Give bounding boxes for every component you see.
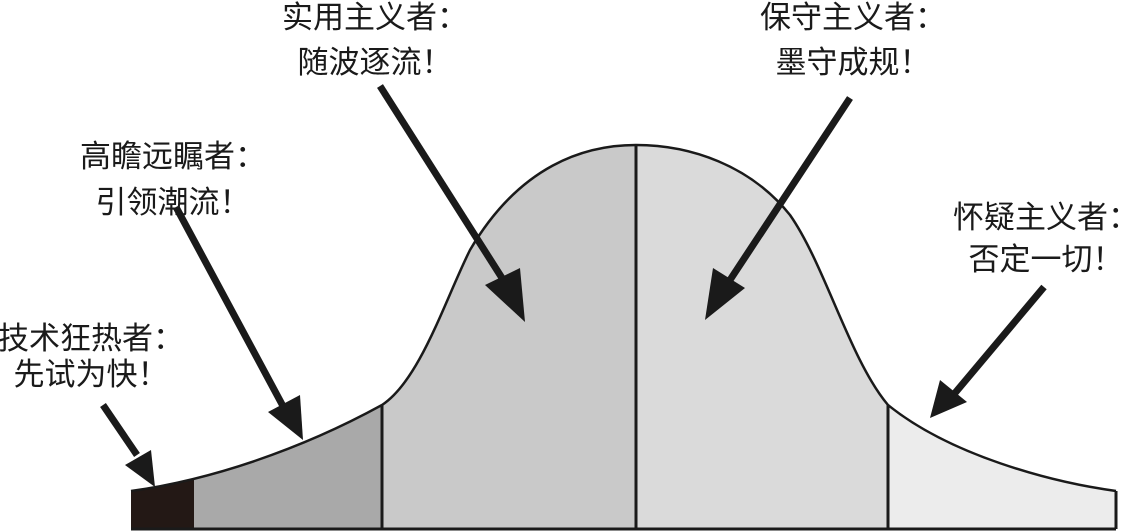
arrow-early-adopters bbox=[172, 205, 303, 440]
segment-dividers bbox=[131, 145, 1118, 531]
label-innovators-line1: 技术狂热者： bbox=[0, 321, 184, 357]
label-innovators: 技术狂热者： 先试为快！ bbox=[0, 321, 184, 393]
label-early-majority: 实用主义者： 随波逐流！ bbox=[282, 0, 468, 81]
curve-segments bbox=[131, 145, 1116, 529]
label-late-majority: 保守主义者： 墨守成规！ bbox=[760, 0, 946, 81]
label-early-majority-line1: 实用主义者： bbox=[282, 0, 468, 36]
label-late-majority-line1: 保守主义者： bbox=[760, 0, 946, 36]
label-early-adopters-line1: 高瞻远瞩者： bbox=[80, 139, 266, 175]
segment-late-majority bbox=[636, 145, 888, 529]
label-innovators-line2: 先试为快！ bbox=[14, 357, 169, 393]
arrow-early-majority bbox=[377, 84, 525, 322]
label-early-majority-line2: 随波逐流！ bbox=[298, 45, 453, 81]
label-laggards: 怀疑主义者： 否定一切！ bbox=[953, 200, 1137, 278]
arrow-laggards bbox=[930, 284, 1047, 418]
label-early-adopters: 高瞻远瞩者： 引领潮流！ bbox=[80, 139, 266, 221]
label-laggards-line1: 怀疑主义者： bbox=[953, 200, 1137, 236]
label-early-adopters-line2: 引领潮流！ bbox=[96, 185, 251, 221]
label-laggards-line2: 否定一切！ bbox=[969, 242, 1124, 278]
arrow-innovators bbox=[100, 403, 155, 487]
arrow-late-majority bbox=[705, 96, 853, 320]
arrows bbox=[100, 84, 1047, 487]
label-late-majority-line2: 墨守成规！ bbox=[776, 45, 931, 81]
